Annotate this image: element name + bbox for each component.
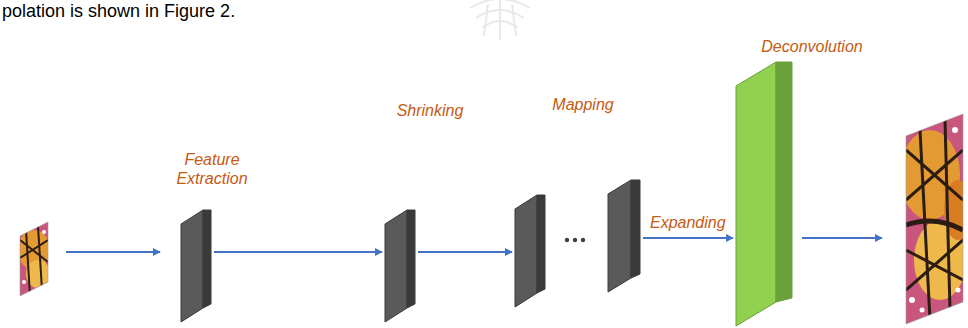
ellipsis-dots bbox=[565, 238, 585, 242]
output-image bbox=[900, 110, 968, 328]
layer-slab bbox=[515, 195, 545, 307]
layer-label: Mapping bbox=[551, 95, 615, 114]
input-image bbox=[18, 218, 52, 300]
body-text: polation is shown in Figure 2. bbox=[2, 0, 235, 22]
layer-label: Feature Extraction bbox=[175, 150, 249, 188]
layer-label: Shrinking bbox=[396, 101, 465, 120]
layer-block: Shrinking bbox=[385, 101, 465, 322]
flow-arrow bbox=[418, 251, 512, 253]
layer-slab bbox=[608, 180, 640, 292]
watermark bbox=[470, 0, 530, 40]
layer-block: Deconvolution bbox=[736, 37, 864, 326]
layer-label: Deconvolution bbox=[760, 37, 864, 56]
layer-name: Shrinking bbox=[396, 101, 465, 120]
edge-label: Expanding bbox=[648, 213, 728, 232]
layer-name: Feature Extraction bbox=[175, 150, 249, 188]
layer-name: Mapping bbox=[551, 95, 615, 114]
layer-name: Deconvolution bbox=[760, 37, 864, 56]
layer-slab bbox=[736, 62, 792, 326]
layer-slab bbox=[385, 210, 415, 322]
input-arrow bbox=[66, 251, 160, 253]
flow-arrow bbox=[643, 237, 733, 239]
flow-arrow bbox=[214, 251, 382, 253]
layer-block: Feature Extraction bbox=[175, 150, 249, 322]
output-arrow bbox=[802, 237, 882, 239]
layer-block: Mapping bbox=[515, 95, 640, 307]
layer-slab bbox=[181, 210, 211, 322]
